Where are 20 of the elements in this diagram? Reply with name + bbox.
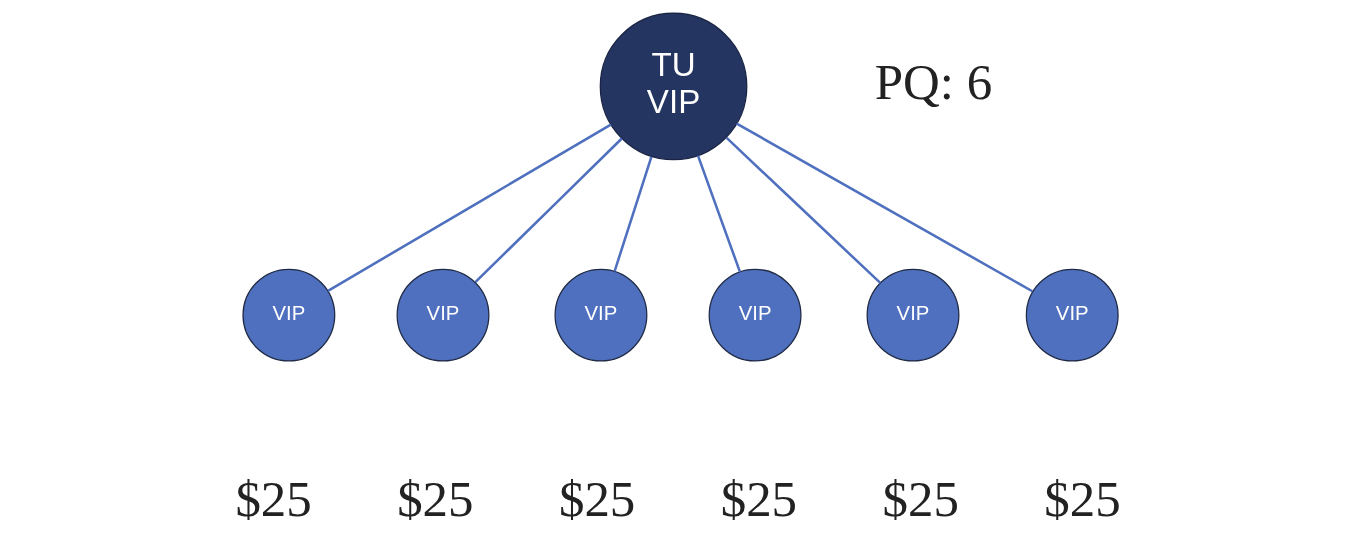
connector	[736, 122, 1033, 293]
connector	[725, 137, 882, 284]
node-circle: VIP	[1025, 268, 1119, 362]
connector	[327, 123, 612, 292]
node-label: $25	[558, 471, 636, 528]
node-label: PQ: 6	[874, 54, 993, 111]
node-circle: VIP	[866, 268, 960, 362]
node-label: $25	[397, 471, 474, 528]
node-label: $25	[720, 471, 798, 528]
node-circle: VIP	[708, 268, 802, 362]
node-circle: VIP	[396, 268, 490, 362]
node-circle: TU VIP	[599, 12, 748, 161]
node-label: $25	[882, 471, 959, 528]
node-label: $25	[1044, 471, 1121, 528]
node-circle: VIP	[554, 268, 648, 362]
connector	[696, 155, 742, 273]
connector	[474, 137, 623, 284]
node-label: $25	[235, 471, 312, 528]
connector	[613, 156, 653, 272]
node-circle: VIP	[242, 268, 336, 362]
